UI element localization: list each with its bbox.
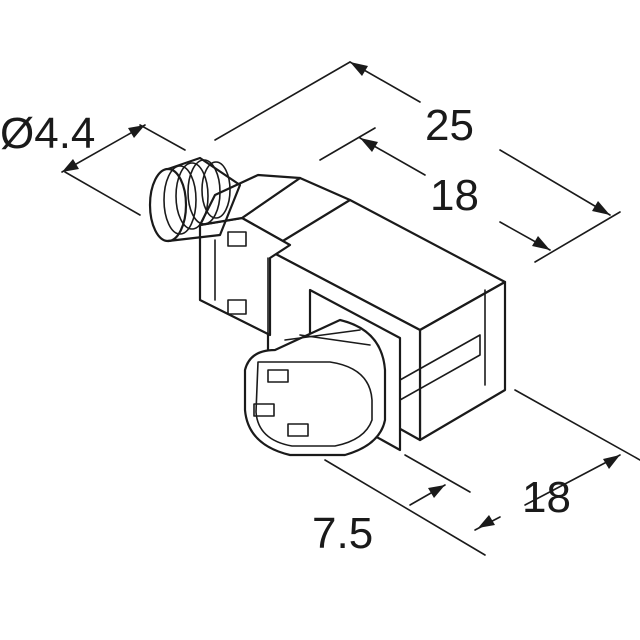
arrow-diameter-left: [62, 159, 79, 172]
dim-plug-offset: 7.5: [312, 509, 373, 558]
arrow-18-right-top: [603, 455, 620, 469]
arrow-25-left: [350, 62, 368, 76]
dim-body-depth: 18: [522, 473, 571, 522]
arrow-18-top-right: [532, 236, 550, 250]
arrow-18-right-bottom: [478, 515, 495, 528]
gland-end-cap: [148, 167, 188, 243]
plug-insert: [243, 318, 387, 457]
pin-3: [287, 423, 309, 437]
body-groove: [399, 334, 481, 401]
dim-overall-length: 25: [425, 101, 474, 150]
arrow-18-top-left: [360, 138, 378, 152]
arrow-25-right: [592, 201, 610, 215]
plug-housing: [243, 318, 387, 457]
dimension-lines: [61, 61, 640, 556]
arrow-7-5-right: [428, 485, 445, 498]
arrow-diameter-right: [128, 125, 145, 138]
cable-gland: [148, 156, 242, 243]
dim-diameter: Ø4.4: [0, 109, 95, 158]
pin-2: [253, 403, 275, 417]
pin-1: [267, 369, 289, 383]
latch-bottom: [227, 299, 247, 315]
dim-body-length: 18: [430, 171, 479, 220]
latch-top: [227, 231, 247, 247]
plug-face: [255, 361, 373, 447]
